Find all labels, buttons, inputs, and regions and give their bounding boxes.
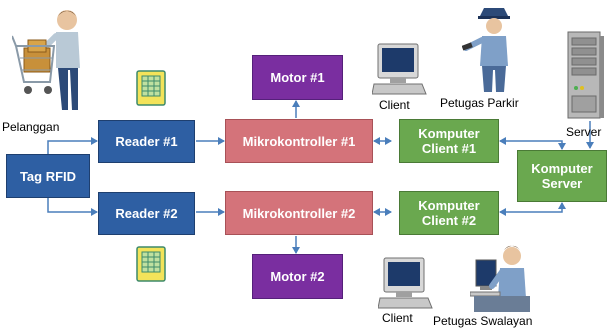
tag-rfid-label: Tag RFID (19, 168, 77, 184)
microcontroller-1-label: Mikrokontroller #1 (242, 133, 356, 149)
motor-1-label: Motor #1 (270, 70, 325, 85)
rfid-reader-1-icon (136, 70, 166, 106)
client-computer-1-block: Komputer Client #1 (399, 119, 499, 163)
reader-1-label: Reader #1 (115, 134, 178, 149)
arrow-client1-server (499, 137, 566, 150)
server-computer-label: Komputer Server (531, 161, 593, 191)
server-icon (567, 31, 604, 119)
rfid-reader-2-icon (136, 246, 166, 282)
server-computer-block: Komputer Server (517, 150, 607, 202)
microcontroller-2-block: Mikrokontroller #2 (225, 191, 373, 235)
client-label-top: Client (379, 98, 410, 112)
client-label-bottom: Client (382, 311, 413, 325)
microcontroller-1-block: Mikrokontroller #1 (225, 119, 373, 163)
client-computer-bottom-icon (378, 257, 433, 309)
client-computer-2-block: Komputer Client #2 (399, 191, 499, 235)
arrow-tag-to-reader2 (47, 198, 98, 216)
shopper-with-cart-icon (12, 10, 80, 110)
reader-2-block: Reader #2 (98, 192, 195, 235)
client-computer-top-icon (372, 43, 427, 95)
arrow-tag-to-reader1 (47, 137, 98, 154)
arrow-client2-server (499, 202, 566, 216)
motor-1-block: Motor #1 (252, 55, 343, 100)
parking-officer-icon (462, 8, 510, 92)
motor-2-block: Motor #2 (252, 254, 343, 299)
store-staff-at-computer-icon (470, 245, 530, 312)
client-computer-2-label: Komputer Client #2 (418, 198, 480, 228)
pelanggan-label: Pelanggan (2, 120, 60, 134)
client-computer-1-label: Komputer Client #1 (418, 126, 480, 156)
microcontroller-2-label: Mikrokontroller #2 (242, 205, 356, 221)
motor-2-label: Motor #2 (270, 269, 325, 284)
tag-rfid-block: Tag RFID (6, 154, 90, 198)
petugas-swalayan-label: Petugas Swalayan (433, 314, 533, 328)
reader-1-block: Reader #1 (98, 120, 195, 163)
petugas-parkir-label: Petugas Parkir (440, 96, 519, 110)
server-label: Server (566, 125, 602, 139)
reader-2-label: Reader #2 (115, 206, 178, 221)
